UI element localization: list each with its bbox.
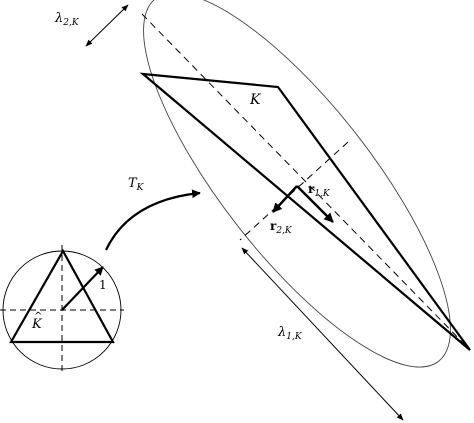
map-label: TK: [128, 176, 145, 193]
r1-vector: [296, 185, 334, 223]
map-arrow: [105, 189, 201, 251]
reference-label: K: [31, 317, 43, 332]
r2-vector: [272, 185, 298, 213]
lambda2-arrow: [85, 4, 129, 47]
radius-label: 1: [99, 278, 107, 292]
r1-label: r1,K: [308, 182, 331, 199]
major-axis: [141, 13, 471, 351]
lambda2-label: λ2,K: [54, 11, 80, 28]
reference-hat: ^: [34, 311, 42, 322]
radius-vector: [61, 266, 104, 311]
metric-ellipse: [143, 0, 451, 368]
triangle-label: K: [249, 92, 262, 108]
r2-label: r2,K: [270, 219, 293, 236]
lambda1-label: λ1,K: [277, 325, 303, 342]
reference-triangle: [9, 248, 115, 344]
triangle-k: [139, 72, 471, 351]
lambda1-arrow: [241, 247, 404, 421]
